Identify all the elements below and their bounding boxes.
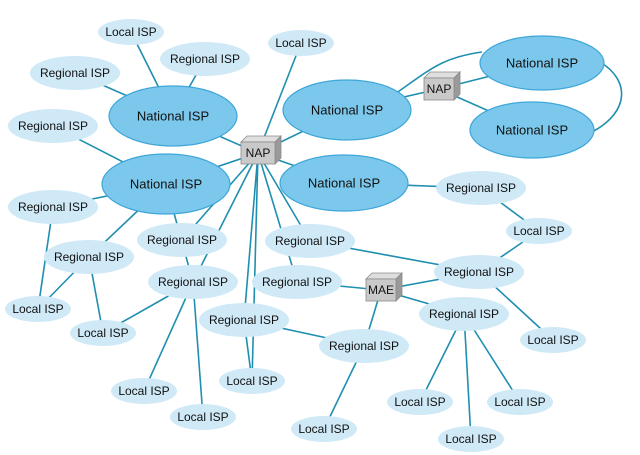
link-national-isp-5-to-national-isp-6 — [591, 61, 623, 133]
link-regional-isp-10-to-nap-switch-main — [192, 152, 259, 283]
regional-isp-5-label: Regional ISP — [18, 200, 88, 214]
regional-isp-11-label: Regional ISP — [262, 275, 332, 289]
regional-isp-3: Regional ISP — [8, 109, 98, 143]
national-isp-4: National ISP — [279, 154, 409, 212]
link-national-isp-2-to-national-isp-5 — [391, 51, 483, 97]
regional-isp-3-label: Regional ISP — [18, 119, 88, 133]
local-isp-3-label: Local ISP — [513, 224, 564, 238]
national-isp-6-label: National ISP — [496, 122, 568, 137]
regional-isp-2-label: Regional ISP — [170, 52, 240, 66]
regional-isp-14-label: Regional ISP — [329, 339, 399, 353]
national-isp-6: National ISP — [469, 101, 595, 159]
local-isp-6: Local ISP — [520, 327, 586, 353]
local-isp-6-label: Local ISP — [527, 333, 578, 347]
nodes: National ISP National ISP National ISP Nati… — [5, 19, 605, 452]
mae-switch: MAE — [365, 272, 403, 302]
national-isp-1-label: National ISP — [137, 108, 209, 123]
regional-isp-8-label: Regional ISP — [54, 250, 124, 264]
local-isp-12-label: Local ISP — [298, 422, 349, 436]
regional-isp-8: Regional ISP — [44, 240, 134, 274]
local-isp-12: Local ISP — [291, 416, 357, 442]
national-isp-4-label: National ISP — [308, 175, 380, 190]
local-isp-4-label: Local ISP — [12, 302, 63, 316]
local-isp-8-label: Local ISP — [118, 384, 169, 398]
local-isp-4: Local ISP — [5, 296, 71, 322]
local-isp-13: Local ISP — [438, 426, 504, 452]
national-isp-3-label: National ISP — [130, 176, 202, 191]
local-isp-9: Local ISP — [387, 389, 453, 415]
local-isp-5: Local ISP — [70, 320, 136, 346]
link-local-isp-7-to-nap-switch-main — [251, 152, 259, 382]
regional-isp-6: Regional ISP — [137, 223, 227, 257]
national-isp-2-label: National ISP — [311, 102, 383, 117]
local-isp-10: Local ISP — [487, 389, 553, 415]
local-isp-10-label: Local ISP — [494, 395, 545, 409]
link-regional-isp-11-to-nap-switch-main — [257, 152, 298, 283]
local-isp-8: Local ISP — [111, 378, 177, 404]
regional-isp-10: Regional ISP — [148, 265, 238, 299]
national-isp-5: National ISP — [479, 35, 605, 91]
nap-switch-main: NAP — [240, 135, 282, 165]
regional-isp-9: Regional ISP — [434, 255, 524, 289]
nap-switch-right: NAP — [423, 71, 461, 101]
local-isp-11: Local ISP — [170, 404, 236, 430]
regional-isp-10-label: Regional ISP — [158, 275, 228, 289]
regional-isp-13: Regional ISP — [199, 303, 289, 337]
link-local-isp-2-to-nap-switch-main — [257, 42, 302, 154]
regional-isp-2: Regional ISP — [160, 42, 250, 76]
nap-switch-right-label: NAP — [427, 82, 452, 96]
regional-isp-4-label: Regional ISP — [446, 181, 516, 195]
regional-isp-11: Regional ISP — [252, 265, 342, 299]
regional-isp-4: Regional ISP — [436, 171, 526, 205]
regional-isp-6-label: Regional ISP — [147, 233, 217, 247]
national-isp-3: National ISP — [101, 153, 231, 215]
link-regional-isp-13-to-nap-switch-main — [243, 152, 259, 321]
regional-isp-13-label: Regional ISP — [209, 313, 279, 327]
local-isp-1-label: Local ISP — [105, 25, 156, 39]
local-isp-7-label: Local ISP — [226, 374, 277, 388]
nap-switch-main-label: NAP — [246, 146, 271, 160]
national-isp-2: National ISP — [282, 79, 412, 141]
regional-isp-7: Regional ISP — [265, 224, 355, 258]
link-regional-isp-12-to-local-isp-13 — [463, 313, 472, 440]
local-isp-1: Local ISP — [98, 19, 164, 45]
local-isp-5-label: Local ISP — [77, 326, 128, 340]
local-isp-2: Local ISP — [268, 30, 334, 56]
regional-isp-12-label: Regional ISP — [429, 307, 499, 321]
link-regional-isp-10-to-local-isp-8 — [143, 281, 194, 392]
mae-switch-label: MAE — [368, 283, 394, 297]
national-isp-5-label: National ISP — [506, 55, 578, 70]
regional-isp-9-label: Regional ISP — [444, 265, 514, 279]
regional-isp-7-label: Regional ISP — [275, 234, 345, 248]
national-isp-1: National ISP — [108, 85, 238, 147]
regional-isp-1-label: Regional ISP — [40, 66, 110, 80]
link-regional-isp-10-to-local-isp-11 — [192, 281, 204, 418]
local-isp-9-label: Local ISP — [394, 395, 445, 409]
local-isp-13-label: Local ISP — [445, 432, 496, 446]
local-isp-7: Local ISP — [219, 368, 285, 394]
regional-isp-1: Regional ISP — [30, 56, 120, 90]
regional-isp-5: Regional ISP — [8, 190, 98, 224]
regional-isp-14: Regional ISP — [319, 329, 409, 363]
regional-isp-12: Regional ISP — [419, 297, 509, 331]
local-isp-2-label: Local ISP — [275, 36, 326, 50]
local-isp-11-label: Local ISP — [177, 410, 228, 424]
local-isp-3: Local ISP — [506, 218, 572, 244]
